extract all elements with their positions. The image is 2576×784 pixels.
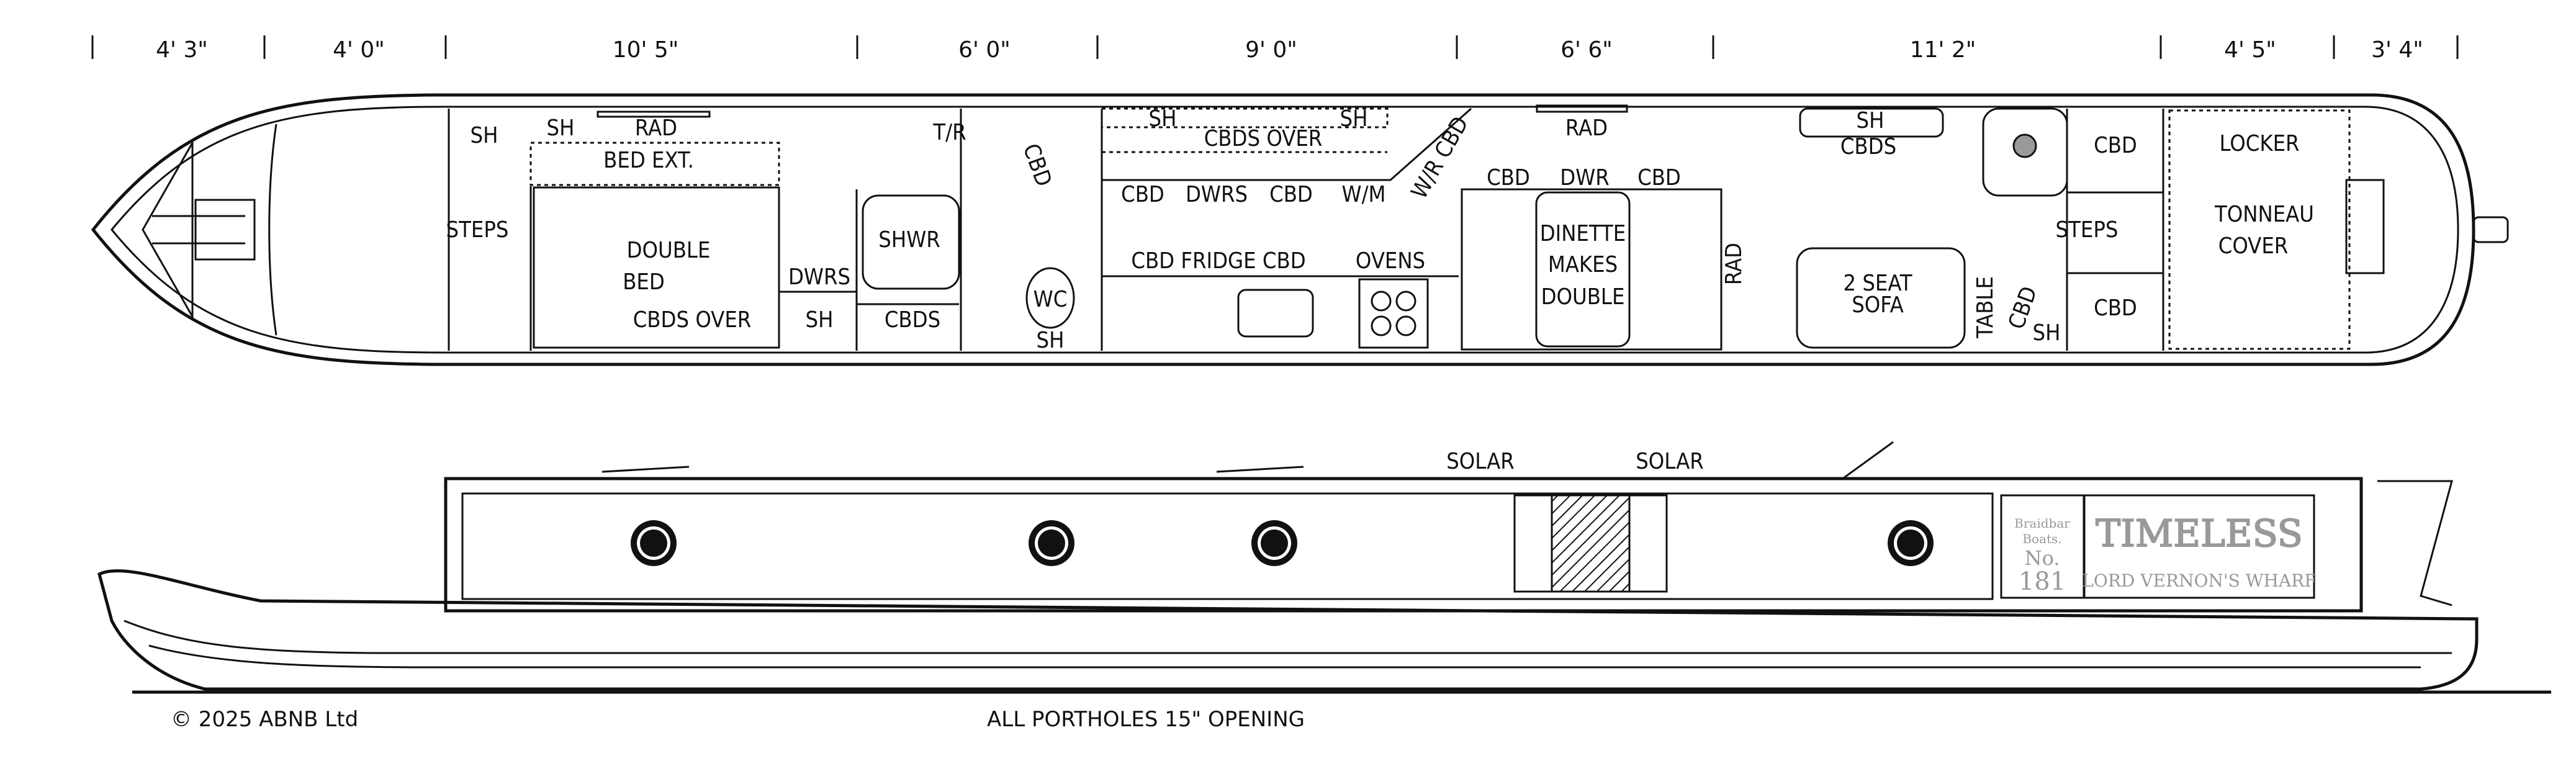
label-cbd: CBD xyxy=(1637,165,1681,191)
label-cbds-over: CBDS OVER xyxy=(1204,126,1323,151)
home-mooring: LORD VERNON'S WHARF xyxy=(2082,570,2316,591)
number-label: No. xyxy=(2025,546,2060,570)
label-sh: SH xyxy=(1857,108,1885,133)
label-cbds: CBDS xyxy=(1840,134,1896,160)
stove-flue-icon xyxy=(2012,133,2037,158)
sofa xyxy=(1796,247,1966,349)
name-panel xyxy=(2083,494,2315,599)
label-solar: SOLAR xyxy=(1636,449,1704,474)
label-rad: RAD xyxy=(635,115,677,141)
label-shwr: SHWR xyxy=(878,227,940,253)
footer: © 2025 ABNB Ltd ALL PORTHOLES 15" OPENIN… xyxy=(171,707,1305,732)
bow-fender-icon xyxy=(152,215,245,245)
label-tonneau: TONNEAU xyxy=(2214,202,2314,227)
label-cbds-over: CBDS OVER xyxy=(633,307,752,333)
label-sh: SH xyxy=(1037,328,1065,353)
dim-label: 10' 5" xyxy=(613,37,679,63)
label-double: DOUBLE xyxy=(627,238,711,263)
label-sofa: SOFA xyxy=(1852,292,1904,318)
label-dwrs: DWRS xyxy=(788,264,850,290)
label-cbd: CBD xyxy=(2094,133,2137,158)
aerial-icon xyxy=(1843,441,1894,479)
label-dwrs: DWRS xyxy=(1186,182,1248,207)
radiator xyxy=(597,110,711,118)
label-dwr: DWR xyxy=(1560,165,1609,191)
label-bed-ext: BED EXT. xyxy=(603,148,694,173)
label-dinette: DINETTE xyxy=(1540,221,1626,246)
bow-locker xyxy=(194,199,256,261)
copyright: © 2025 ABNB Ltd xyxy=(171,707,358,732)
label-2-seat: 2 SEAT xyxy=(1843,271,1912,296)
label-cbd: CBD xyxy=(1487,165,1530,191)
label-cbds: CBDS xyxy=(885,307,940,333)
cabin-panel xyxy=(461,492,1994,600)
sink-icon xyxy=(1237,289,1314,338)
label-ovens: OVENS xyxy=(1356,248,1425,274)
label-sh: SH xyxy=(2033,320,2061,346)
label-sh: SH xyxy=(806,307,834,333)
label-sh: SH xyxy=(471,123,498,148)
dim-label: 3' 4" xyxy=(2371,37,2423,63)
dimension-ruler: 4' 3" 4' 0" 10' 5" 6' 0" 9' 0" 6' 6" 11'… xyxy=(91,35,2459,63)
dim-label: 4' 3" xyxy=(156,37,208,63)
dim-label: 9' 0" xyxy=(1245,37,1297,63)
label-steps: STEPS xyxy=(446,217,509,243)
label-sh: SH xyxy=(1149,106,1177,132)
label-cbd: CBD xyxy=(2094,295,2137,321)
dim-label: 6' 6" xyxy=(1560,37,1613,63)
label-cbd-fridge-cbd: CBD FRIDGE CBD xyxy=(1131,248,1305,274)
label-washing-machine: W/M xyxy=(1342,182,1386,207)
label-locker: LOCKER xyxy=(2219,131,2299,156)
label-steps: STEPS xyxy=(2056,217,2119,243)
label-bed: BED xyxy=(623,269,665,295)
label-towel-rail: T/R xyxy=(932,120,966,145)
dim-label: 4' 5" xyxy=(2224,37,2276,63)
label-cbd: CBD xyxy=(1269,182,1313,207)
tiller-icon xyxy=(2377,480,2453,606)
label-rad: RAD xyxy=(1721,243,1747,285)
label-cover: COVER xyxy=(2218,233,2289,259)
label-table: TABLE xyxy=(1973,276,1998,339)
plan-view: SH SH RAD BED EXT. STEPS DOUBLE BED CBDS… xyxy=(91,93,2509,366)
cabin-side xyxy=(444,477,2363,613)
label-rad: RAD xyxy=(1565,115,1608,141)
hull-side xyxy=(97,569,2479,691)
side-hatch-glazing xyxy=(1551,494,1631,593)
dinette-table xyxy=(1535,191,1631,348)
label-solar: SOLAR xyxy=(1446,449,1515,474)
hull-rubbing-strakes xyxy=(124,620,2452,669)
label-double: DOUBLE xyxy=(1541,284,1625,310)
label-cbd: CBD xyxy=(1121,182,1164,207)
builder-name: Braidbar xyxy=(2014,516,2070,531)
shower-tray xyxy=(862,194,960,290)
hull-inner-gunwale xyxy=(110,106,2459,354)
label-sh: SH xyxy=(1340,106,1368,132)
fore-well-bulkhead xyxy=(268,124,277,336)
solar-panels xyxy=(601,466,1304,473)
porthole-note: ALL PORTHOLES 15" OPENING xyxy=(987,707,1305,732)
radiator xyxy=(1536,104,1628,113)
tiller-pin-icon xyxy=(2472,216,2509,243)
bow-deck xyxy=(142,139,194,320)
boat-name: TIMELESS xyxy=(2096,512,2303,556)
label-makes: MAKES xyxy=(1548,252,1618,277)
label-wc: WC xyxy=(1034,287,1068,312)
dim-label: 6' 0" xyxy=(958,37,1011,63)
side-elevation: Braidbar Boats. No. 181 TIMELESS LORD VE… xyxy=(97,441,2551,694)
dim-label: 4' 0" xyxy=(333,37,385,63)
dim-label: 11' 2" xyxy=(1910,37,1976,63)
hob-icon xyxy=(1358,278,1429,349)
boat-number: 181 xyxy=(2019,567,2066,596)
toilet-icon xyxy=(1025,267,1075,329)
builder-name-2: Boats. xyxy=(2022,531,2061,546)
label-sh: SH xyxy=(547,115,575,141)
label-cbd: CBD xyxy=(1018,140,1056,190)
